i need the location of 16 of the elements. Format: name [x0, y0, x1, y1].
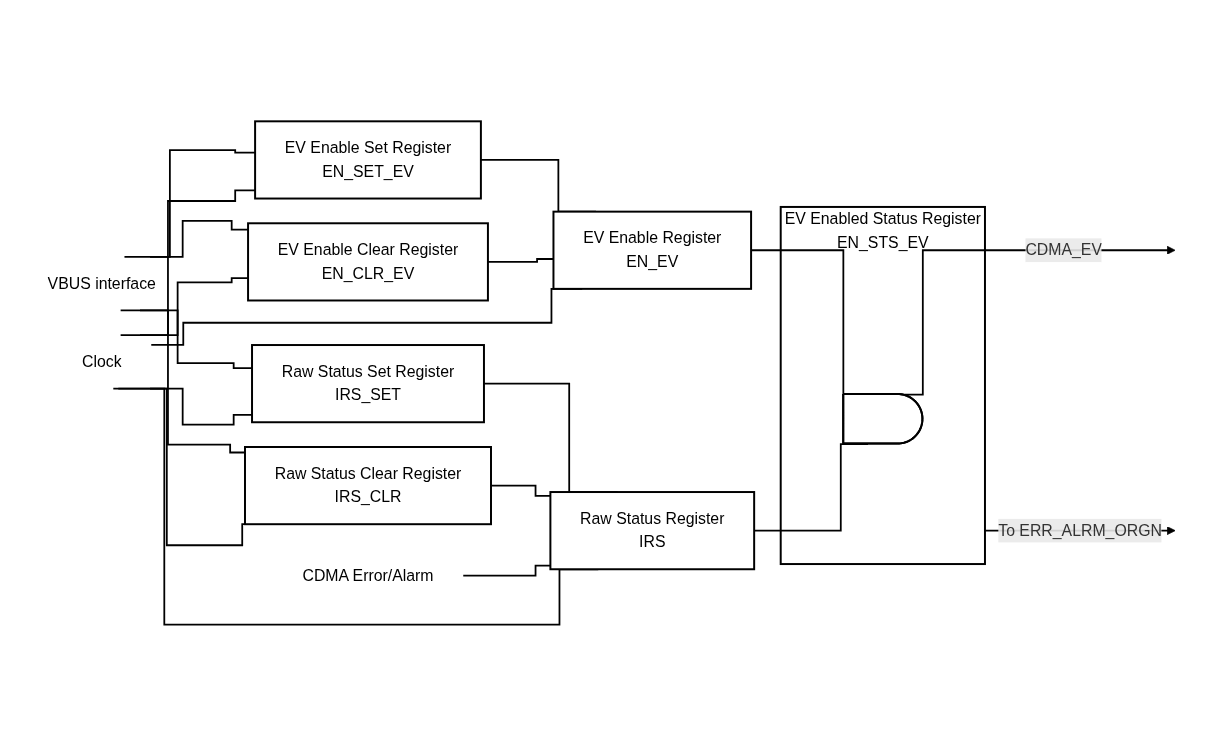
edge-label: CDMA_EV [1025, 241, 1102, 259]
node-text: CDMA Error/Alarm [302, 566, 434, 584]
node-box: EV Enable Clear Register EN_CLR_EV [247, 222, 489, 302]
node-text: Clock [81, 352, 122, 370]
connector [123, 149, 256, 258]
node-box: Raw Status Clear Register IRS_CLR [244, 446, 492, 526]
node-box: Raw Status Set Register IRS_SET [251, 344, 485, 424]
connector [119, 189, 256, 337]
connector [149, 219, 249, 258]
node-box: Raw Status Register IRS [549, 491, 756, 571]
cluster: EV Enabled Status Register EN_STS_EV [779, 205, 986, 566]
connector [139, 277, 249, 337]
node-box: EV Enable Register EN_EV [552, 210, 753, 290]
edge-label: To ERR_ALRM_ORGN [998, 521, 1162, 539]
node-text: VBUS interface [47, 274, 156, 292]
node-box: EV Enable Set Register EN_SET_EV [254, 120, 482, 200]
